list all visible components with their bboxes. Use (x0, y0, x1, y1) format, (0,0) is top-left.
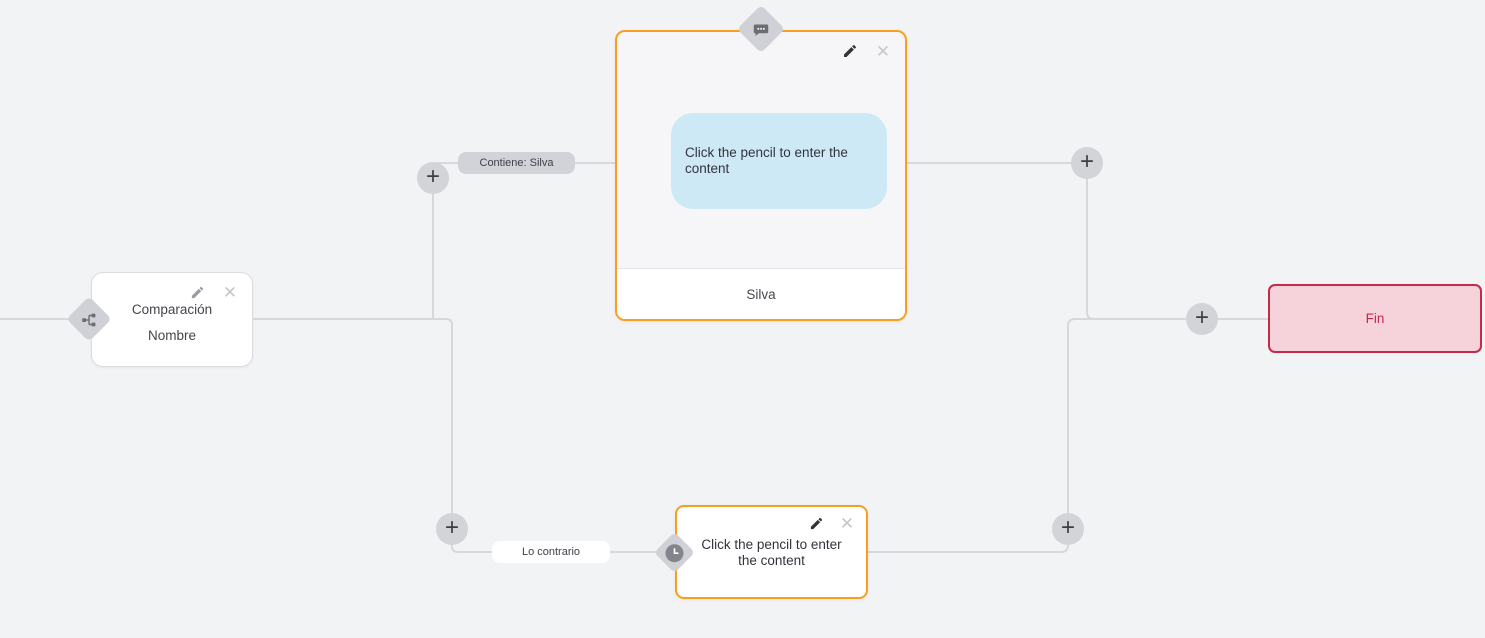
plus-icon: + (444, 514, 459, 541)
plus-icon: + (1194, 304, 1209, 331)
message-preview-bubble: Click the pencil to enter the content (671, 113, 887, 209)
add-node-button-top-branch[interactable]: + (417, 162, 449, 194)
edge-message-to-end (907, 162, 1269, 320)
pencil-icon (810, 517, 822, 529)
end-node-label: Fin (1365, 311, 1385, 326)
comparison-node-port[interactable] (66, 296, 112, 342)
message-node-name: Silva (746, 286, 776, 302)
delete-node-button[interactable]: ✕ (838, 514, 856, 532)
edit-node-button[interactable] (188, 283, 206, 301)
close-icon: ✕ (839, 513, 855, 533)
delete-node-button[interactable]: ✕ (221, 283, 239, 301)
edge-label-contains: Contiene: Silva (458, 152, 575, 174)
edge-comparison-to-delay (253, 318, 676, 553)
branch-icon (81, 311, 97, 327)
pencil-icon (844, 44, 857, 57)
message-node[interactable]: ✕ Click the pencil to enter the content … (615, 30, 907, 321)
delay-node[interactable]: ✕ Click the pencil to enter the content (675, 505, 868, 599)
comparison-node[interactable]: ✕ Comparación Nombre (91, 272, 253, 367)
close-icon: ✕ (875, 41, 891, 61)
end-node[interactable]: Fin (1268, 284, 1482, 353)
clock-icon (665, 543, 685, 563)
plus-icon: + (1079, 148, 1094, 175)
delete-node-button[interactable]: ✕ (874, 42, 892, 60)
message-placeholder-text: Click the pencil to enter the content (685, 145, 848, 176)
close-icon: ✕ (222, 282, 238, 302)
delay-placeholder-text: Click the pencil to enter the content (701, 537, 842, 568)
pencil-icon (191, 286, 203, 298)
edit-node-button[interactable] (841, 42, 859, 60)
chat-bubble-icon (752, 20, 771, 39)
plus-icon: + (425, 163, 440, 190)
edge-label-text: Contiene: Silva (479, 157, 554, 169)
add-node-button-bottom-branch[interactable]: + (436, 513, 468, 545)
message-node-port[interactable] (736, 4, 786, 54)
add-node-button-before-end[interactable]: + (1186, 303, 1218, 335)
add-node-button-after-message[interactable]: + (1071, 147, 1103, 179)
delay-node-port[interactable] (653, 531, 696, 574)
edge-comparison-to-message (432, 162, 616, 319)
plus-icon: + (1060, 514, 1075, 541)
message-node-footer: Silva (617, 268, 905, 319)
edge-label-text: Lo contrario (521, 546, 581, 558)
edge-delay-to-end (867, 318, 1269, 553)
node-title: Comparación (131, 302, 213, 317)
edit-node-button[interactable] (807, 514, 825, 532)
edge-label-otherwise: Lo contrario (492, 541, 610, 563)
node-subtitle: Nombre (147, 328, 196, 343)
add-node-button-after-delay[interactable]: + (1052, 513, 1084, 545)
